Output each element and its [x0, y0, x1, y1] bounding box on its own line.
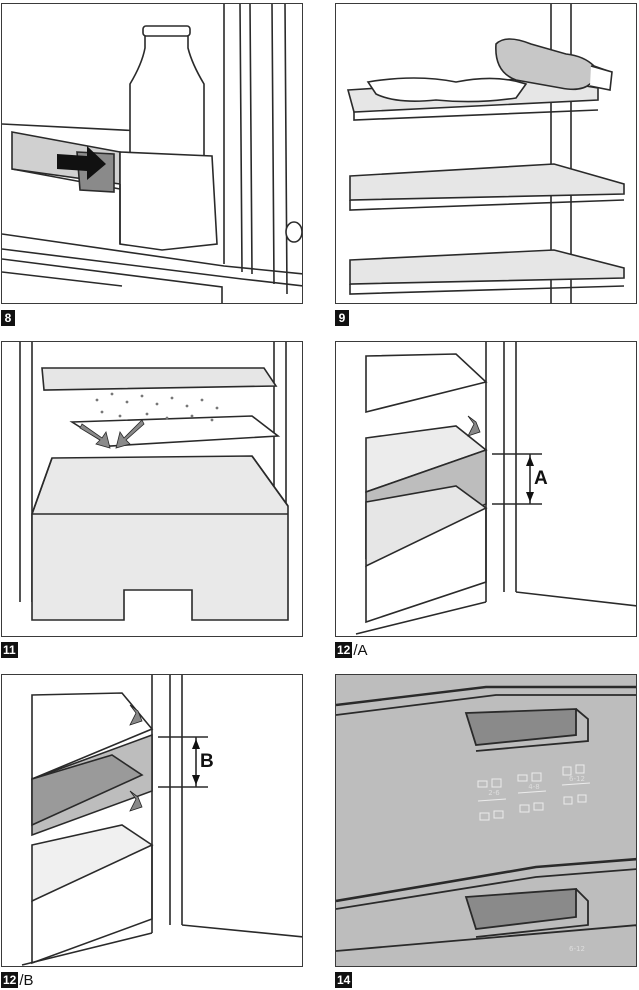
figure-14-panel: 2-6 4-8 6-12 6-12: [335, 674, 637, 967]
freezer-drawers-illustration: [336, 675, 637, 967]
dimension-label-a: A: [534, 468, 548, 490]
figure-11-caption: 11: [1, 641, 18, 659]
control-range-2: 4-8: [522, 783, 546, 791]
door-rack-bottle-illustration: [2, 4, 303, 304]
control-range-3: 6-12: [565, 775, 589, 783]
figure-number: 12: [1, 972, 18, 988]
figure-number: 11: [1, 642, 18, 658]
control-range-1: 2-6: [482, 789, 506, 797]
shelf-distance-b-illustration: [2, 675, 303, 967]
figure-8-caption: 8: [1, 309, 15, 327]
figure-12b-panel: B: [1, 674, 303, 967]
figure-suffix: /B: [19, 972, 33, 989]
figure-suffix: /A: [353, 642, 367, 659]
figure-12a-caption: 12 /A: [335, 641, 368, 659]
figure-8-panel: [1, 3, 303, 304]
control-range-3-lower: 6-12: [565, 945, 589, 953]
figure-number: 12: [335, 642, 352, 658]
dimension-label-b: B: [200, 751, 214, 773]
figure-number: 8: [1, 310, 15, 326]
figure-14-caption: 14: [335, 971, 352, 989]
figure-12a-panel: A: [335, 341, 637, 637]
crisper-drawer-illustration: [2, 342, 303, 637]
shelf-distance-a-illustration: [336, 342, 637, 637]
figure-9-panel: [335, 3, 637, 304]
figure-9-caption: 9: [335, 309, 349, 327]
figure-number: 9: [335, 310, 349, 326]
figure-11-panel: [1, 341, 303, 637]
figure-12b-caption: 12 /B: [1, 971, 34, 989]
figure-number: 14: [335, 972, 352, 988]
shelves-bottle-illustration: [336, 4, 637, 304]
